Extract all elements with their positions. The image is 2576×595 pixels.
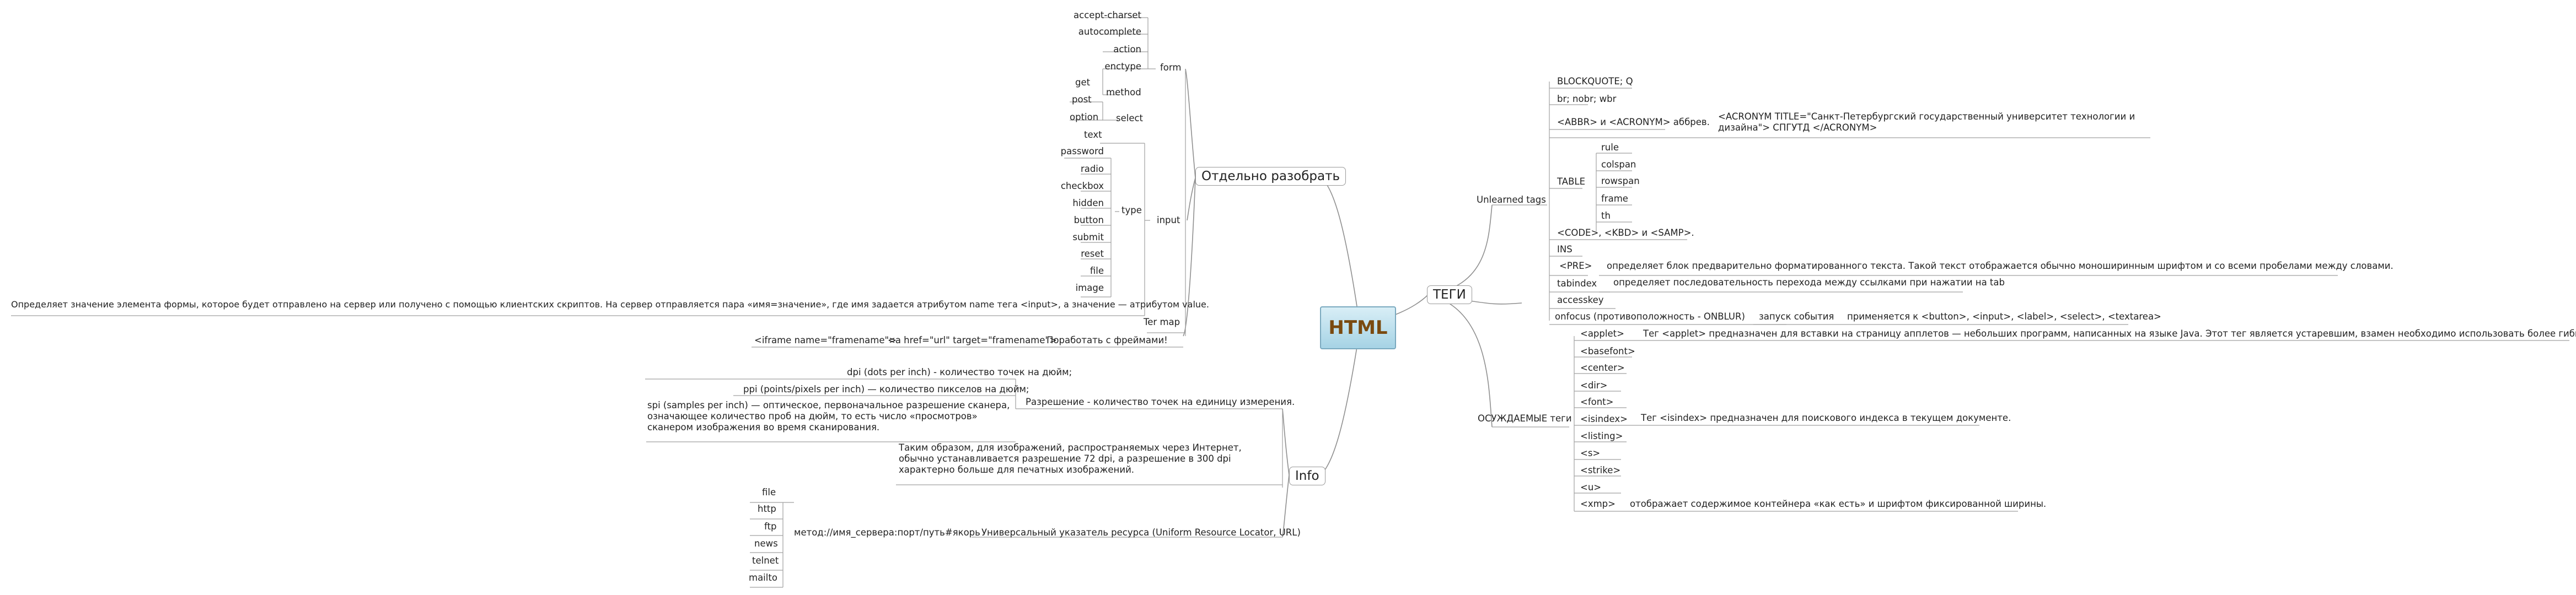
node-acronym-example[interactable]: <ACRONYM TITLE="Санкт-Петербургский госу… xyxy=(1718,111,2135,133)
node-select[interactable]: select xyxy=(1116,113,1144,123)
node-deprecated-item[interactable]: <u> xyxy=(1580,482,1602,493)
node-url-protocol[interactable]: file xyxy=(762,487,776,497)
node-input-text[interactable]: text xyxy=(1084,129,1102,140)
node-type-item[interactable]: submit xyxy=(1072,232,1104,242)
node-deprecated-item[interactable]: <font> xyxy=(1580,397,1614,407)
node-form-item[interactable]: accept-charset xyxy=(1074,10,1141,20)
node-type-item[interactable]: checkbox xyxy=(1060,181,1104,191)
node-deprecated-item[interactable]: <dir> xyxy=(1580,380,1608,391)
root-node[interactable]: HTML xyxy=(1320,306,1396,349)
branch-tegi[interactable]: ТЕГИ xyxy=(1427,285,1472,304)
node-resolution[interactable]: Разрешение - количество точек на единицу… xyxy=(1026,397,1295,407)
node-url[interactable]: Универсальный указатель ресурса (Uniform… xyxy=(981,527,1301,538)
node-unlearned[interactable]: Unlearned tags xyxy=(1477,194,1546,205)
node-url-protocol[interactable]: ftp xyxy=(764,521,777,532)
node-abbr[interactable]: <ABBR> и <ACRONYM> аббрев. xyxy=(1557,117,1710,127)
node-input[interactable]: input xyxy=(1157,215,1180,225)
node-tabindex-desc[interactable]: определяет последовательность перехода м… xyxy=(1613,277,2005,288)
node-onfocus-applies[interactable]: применяется к <button>, <input>, <label>… xyxy=(1847,311,2161,322)
node-table-item[interactable]: colspan xyxy=(1601,159,1636,170)
node-deprecated[interactable]: ОСУЖДАЕМЫЕ теги xyxy=(1478,413,1572,424)
node-deprecated-item[interactable]: <strike> xyxy=(1580,465,1621,475)
node-deprecated-item[interactable]: <basefont> xyxy=(1580,346,1635,356)
branch-otdelno[interactable]: Отдельно разобрать xyxy=(1195,167,1346,186)
node-type-item[interactable]: image xyxy=(1075,283,1104,293)
node-table-item[interactable]: th xyxy=(1601,210,1611,221)
node-termap[interactable]: Ter map xyxy=(1144,317,1180,327)
node-blockquote[interactable]: BLOCKQUOTE; Q xyxy=(1557,76,1633,86)
node-select-option[interactable]: option xyxy=(1070,112,1099,122)
node-xmp[interactable]: <xmp> xyxy=(1580,499,1616,509)
node-onfocus[interactable]: onfocus (противоположность - ONBLUR) xyxy=(1555,311,1745,322)
node-type-item[interactable]: reset xyxy=(1081,248,1104,259)
node-type-item[interactable]: password xyxy=(1060,146,1104,156)
node-tabindex[interactable]: tabindex xyxy=(1557,278,1597,289)
node-deprecated-item[interactable]: <s> xyxy=(1580,448,1601,458)
node-isindex-desc[interactable]: Тег <isindex> предназначен для поисковог… xyxy=(1641,413,2011,423)
node-form-item[interactable]: action xyxy=(1113,44,1141,55)
node-onfocus-event[interactable]: запуск события xyxy=(1759,311,1834,322)
node-url-protocol[interactable]: news xyxy=(754,538,778,549)
node-form-item[interactable]: autocomplete xyxy=(1078,26,1141,37)
node-deprecated-item[interactable]: <listing> xyxy=(1580,431,1623,441)
node-type-item[interactable]: hidden xyxy=(1072,198,1104,208)
node-type[interactable]: type xyxy=(1121,205,1142,215)
node-table-item[interactable]: rowspan xyxy=(1601,176,1640,186)
node-type-item[interactable]: button xyxy=(1074,215,1104,225)
node-table-item[interactable]: frame xyxy=(1601,193,1628,204)
node-method[interactable]: method xyxy=(1106,87,1141,98)
node-xmp-desc[interactable]: отображает содержимое контейнера «как ес… xyxy=(1630,499,2047,509)
node-spi[interactable]: spi (samples per inch) — оптическое, пер… xyxy=(647,400,1010,432)
node-url-protocol[interactable]: http xyxy=(758,504,776,514)
node-form[interactable]: form xyxy=(1160,62,1182,73)
node-iframe-note[interactable]: Поработать с фреймами! xyxy=(1046,335,1168,345)
node-isindex[interactable]: <isindex> xyxy=(1580,414,1628,424)
node-resolution-summary[interactable]: Таким образом, для изображений, распрост… xyxy=(899,442,1242,475)
node-url-protocol[interactable]: mailto xyxy=(749,572,777,583)
node-dpi[interactable]: dpi (dots per inch) - количество точек н… xyxy=(847,367,1072,377)
node-iframe-link[interactable]: <a href="url" target="framename"> xyxy=(888,335,1057,345)
node-accesskey[interactable]: accesskey xyxy=(1557,295,1604,305)
node-code[interactable]: <CODE>, <KBD> и <SAMP>. xyxy=(1557,228,1694,238)
node-method-post[interactable]: post xyxy=(1072,94,1092,105)
node-ppi[interactable]: ppi (points/pixels per inch) — количеств… xyxy=(743,384,1029,394)
branch-info[interactable]: Info xyxy=(1289,467,1325,485)
node-ins[interactable]: INS xyxy=(1557,244,1573,255)
node-type-item[interactable]: file xyxy=(1090,266,1104,276)
node-url-method[interactable]: метод://имя_сервера:порт/путь#якорь xyxy=(794,527,980,538)
node-form-item[interactable]: enctype xyxy=(1104,61,1141,72)
node-applet-desc[interactable]: Тег <applet> предназначен для вставки на… xyxy=(1643,328,2576,339)
node-pre[interactable]: <PRE> xyxy=(1559,261,1592,271)
node-table[interactable]: TABLE xyxy=(1557,176,1586,187)
node-method-get[interactable]: get xyxy=(1075,77,1091,88)
node-table-item[interactable]: rule xyxy=(1601,142,1619,153)
node-pre-desc[interactable]: определяет блок предварительно форматиро… xyxy=(1607,261,2393,271)
node-input-value-desc[interactable]: Определяет значение элемента формы, кото… xyxy=(11,299,1209,310)
node-applet[interactable]: <applet> xyxy=(1580,328,1624,339)
node-type-item[interactable]: radio xyxy=(1080,164,1104,174)
node-iframe-tag[interactable]: <iframe name="framename"> xyxy=(754,335,897,345)
node-url-protocol[interactable]: telnet xyxy=(752,555,779,566)
node-br[interactable]: br; nobr; wbr xyxy=(1557,94,1617,104)
node-deprecated-item[interactable]: <center> xyxy=(1580,363,1625,373)
